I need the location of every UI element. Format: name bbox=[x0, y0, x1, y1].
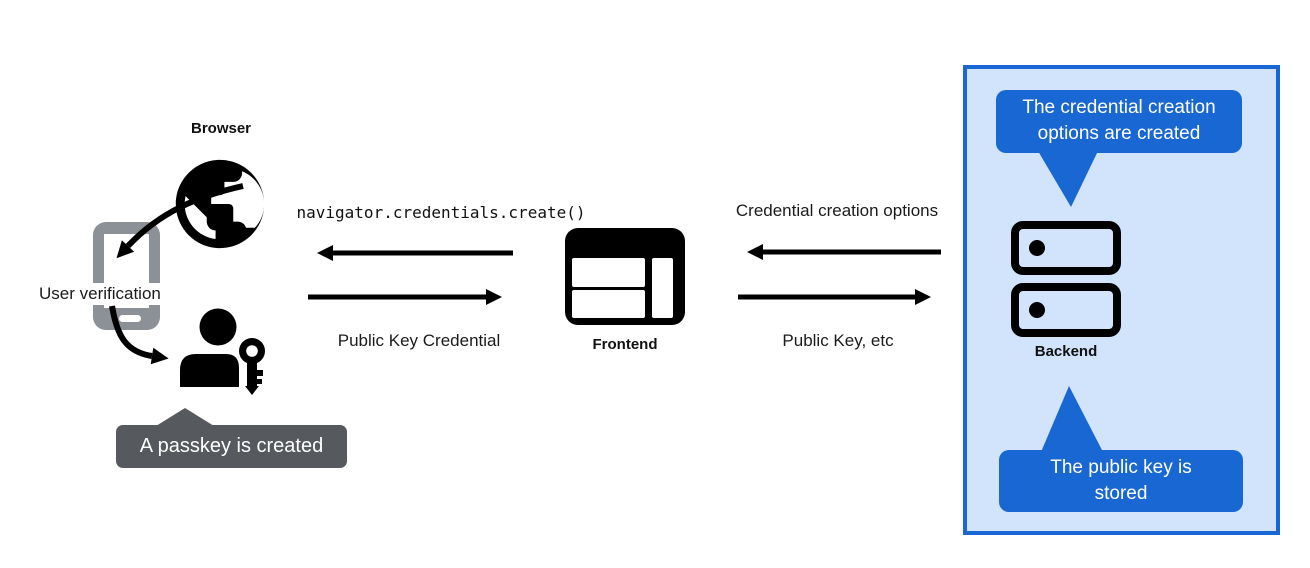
backend-label: Backend bbox=[1034, 343, 1098, 360]
passkey-tooltip: A passkey is created bbox=[116, 425, 347, 468]
frontend-label: Frontend bbox=[592, 336, 658, 353]
backend-panel: The credential creation options are crea… bbox=[963, 65, 1280, 535]
browser-window-icon bbox=[565, 228, 685, 325]
callout-top-pointer bbox=[1038, 151, 1098, 207]
user-verification-label: User verification bbox=[36, 283, 164, 305]
arrow-device-to-passkey bbox=[109, 305, 169, 365]
person-key-icon bbox=[180, 308, 265, 395]
public-key-etc-label: Public Key, etc bbox=[782, 331, 894, 350]
create-call-label: navigator.credentials.create() bbox=[296, 203, 586, 222]
globe-icon bbox=[175, 159, 265, 249]
public-key-credential-label: Public Key Credential bbox=[337, 331, 501, 350]
callout-credential-options: The credential creation options are crea… bbox=[996, 90, 1242, 153]
browser-label: Browser bbox=[190, 120, 252, 137]
server-stack-icon bbox=[1011, 221, 1121, 337]
tooltip-pointer bbox=[156, 408, 214, 426]
callout-bottom-pointer bbox=[1041, 386, 1103, 452]
credential-creation-options-label: Credential creation options bbox=[735, 201, 939, 220]
callout-public-key-stored: The public key is stored bbox=[999, 450, 1243, 512]
